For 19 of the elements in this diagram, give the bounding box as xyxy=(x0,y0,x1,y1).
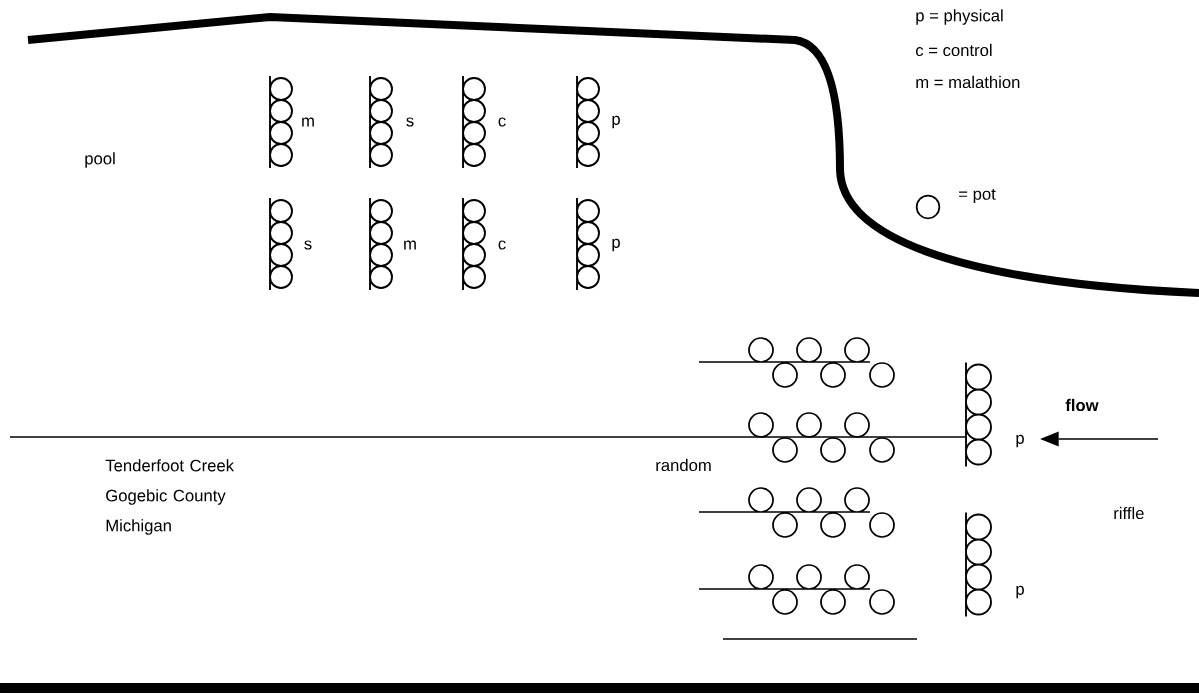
area-label: riffle xyxy=(1114,506,1144,520)
treatment-letter: m xyxy=(302,117,314,127)
treatment-letter: s xyxy=(304,240,312,250)
treatment-letter: c xyxy=(498,240,506,250)
legend-text: c = control xyxy=(916,43,992,57)
flow-label: flow xyxy=(1065,398,1099,412)
area-label: random xyxy=(656,458,711,472)
treatment-letter: c xyxy=(498,117,506,127)
treatment-letter: p xyxy=(1016,434,1024,448)
legend-text: = pot xyxy=(959,188,996,204)
legend-text: m = malathion xyxy=(916,75,1020,89)
treatment-letter: p xyxy=(612,238,620,252)
treatment-letter: m xyxy=(404,240,416,250)
area-label: pool xyxy=(85,152,115,168)
legend-text: p = physical xyxy=(916,9,1003,25)
site-label: Tenderfoot Creek Gogebic County Michigan xyxy=(105,459,235,535)
treatment-letter: p xyxy=(612,115,620,129)
treatment-letter: p xyxy=(1016,585,1024,599)
treatment-letter: s xyxy=(406,117,414,127)
